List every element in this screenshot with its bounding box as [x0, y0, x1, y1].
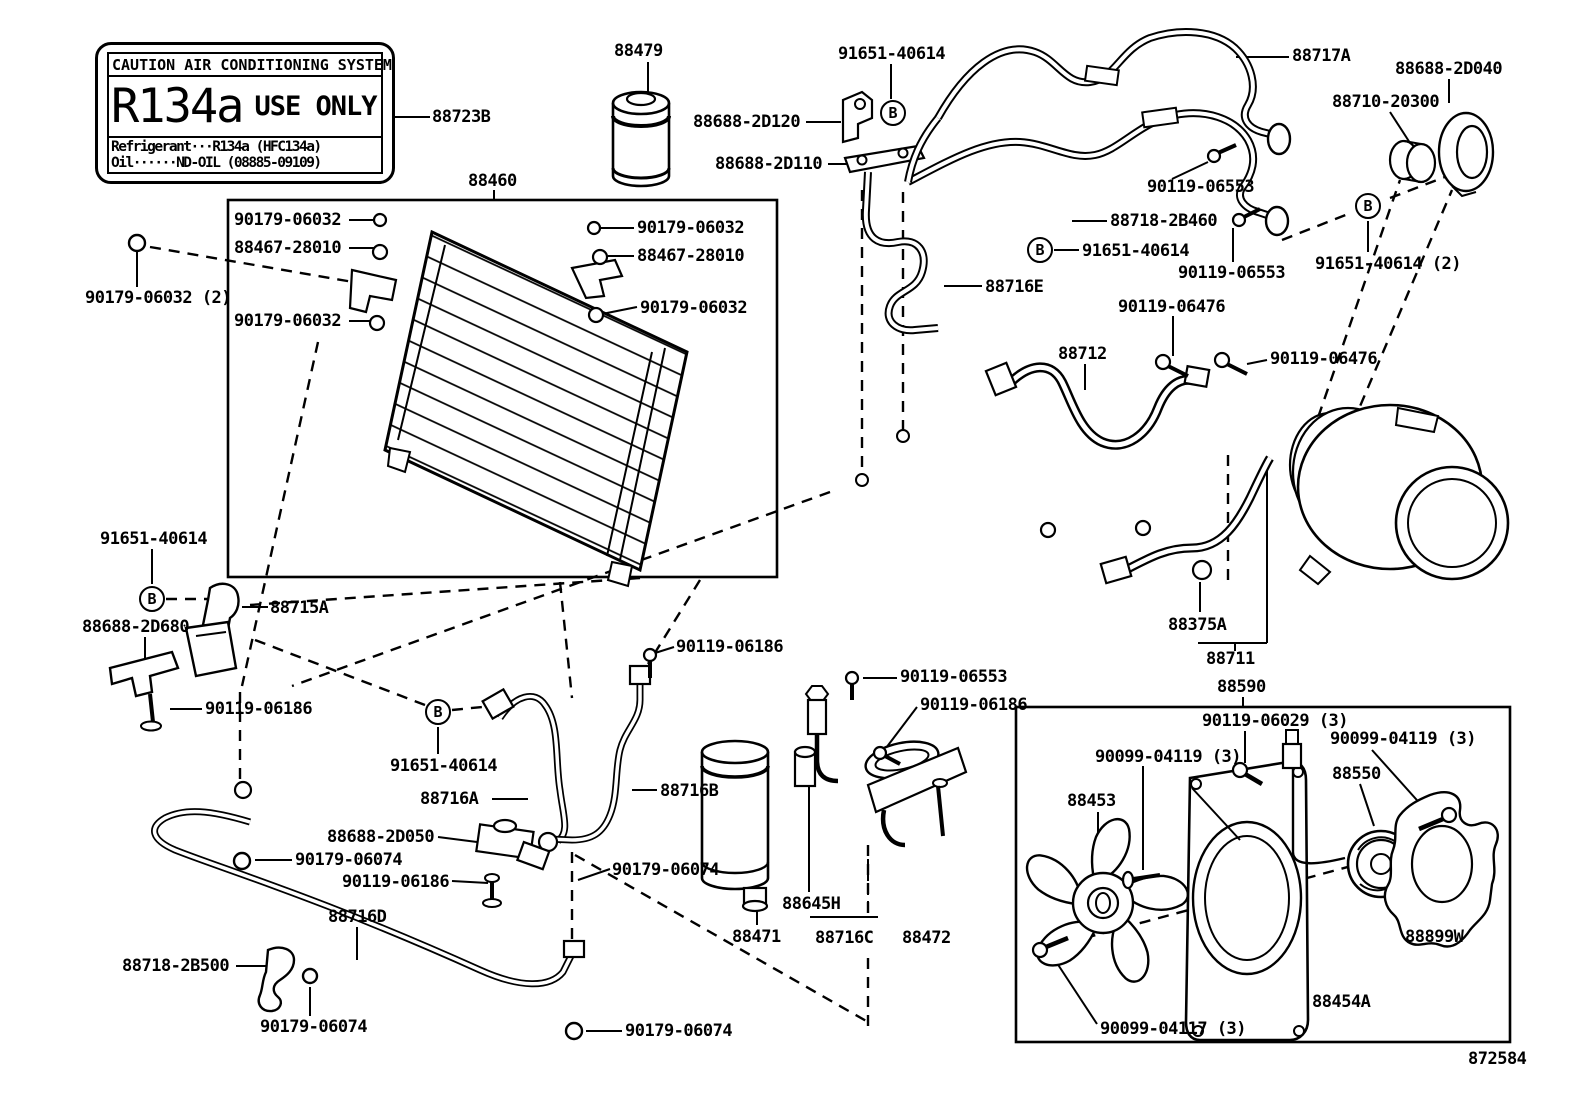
- part-label-90119-06553-b: 90119-06553: [1178, 263, 1286, 283]
- part-label-88718-2b460: 88718-2B460: [1110, 211, 1218, 231]
- part-label-88688-2d110: 88688-2D110: [715, 154, 823, 174]
- box-88590: [1014, 705, 1512, 1044]
- caution-label-inner: CAUTION AIR CONDITIONING SYSTEM R134a US…: [107, 52, 392, 174]
- part-label-88454a: 88454A: [1312, 992, 1371, 1012]
- part-label-88711: 88711: [1206, 649, 1255, 669]
- bracket-2d050: [475, 818, 551, 908]
- fan-assembly: [1018, 729, 1499, 1042]
- part-label-90119-06186-a: 90119-06186: [205, 699, 313, 719]
- connector-marker-b4: B: [139, 586, 165, 612]
- part-label-88718-2b500: 88718-2B500: [122, 956, 230, 976]
- part-label-90119-06553-c: 90119-06553: [900, 667, 1008, 687]
- bracket-2d120-2d110: [841, 90, 926, 487]
- part-label-88467-28010-a: 88467-28010: [234, 238, 342, 258]
- part-label-88717a: 88717A: [1292, 46, 1351, 66]
- part-label-90099-04119-r: 90099-04119 (3): [1330, 729, 1477, 749]
- valve-88375a: [1191, 559, 1213, 581]
- part-label-88471: 88471: [732, 927, 781, 947]
- condenser-drawing: [348, 212, 689, 588]
- part-label-88688-2d120: 88688-2D120: [693, 112, 801, 132]
- part-label-88453: 88453: [1067, 791, 1116, 811]
- part-label-88715a: 88715A: [270, 598, 329, 618]
- part-label-90179-06074-a: 90179-06074: [295, 850, 403, 870]
- drier-88471: [700, 739, 770, 913]
- drawing-number: 872584: [1468, 1049, 1527, 1069]
- caution-header: CAUTION AIR CONDITIONING SYSTEM: [109, 54, 392, 77]
- part-label-90179-06032-a: 90179-06032: [234, 210, 342, 230]
- part-label-88688-2d040: 88688-2D040: [1395, 59, 1503, 79]
- refrigerant-code: R134a: [111, 79, 244, 134]
- connector-marker-b2: B: [1027, 237, 1053, 263]
- shroud-88454a: [1184, 760, 1310, 1042]
- leader-lines: [136, 56, 1463, 1032]
- part-label-91651-40614-b: 91651-40614: [1082, 241, 1190, 261]
- part-label-88723b: 88723B: [432, 107, 491, 127]
- fan-blade-88453: [1018, 817, 1193, 988]
- left-parts: [108, 582, 240, 732]
- part-label-91651-40614-d: 91651-40614: [390, 756, 498, 776]
- hose-88712: [984, 361, 1211, 445]
- part-label-88716b: 88716B: [660, 781, 719, 801]
- part-label-90179-06032-c: 90179-06032: [637, 218, 745, 238]
- small-fasteners: [127, 143, 1261, 1041]
- part-label-90099-04117-3: 90099-04117 (3): [1100, 1019, 1247, 1039]
- part-label-90119-06186-b: 90119-06186: [676, 637, 784, 657]
- clutch-parts: [1388, 111, 1495, 198]
- connector-marker-b1: B: [880, 100, 906, 126]
- connector-marker-b3: B: [1355, 193, 1381, 219]
- part-label-88716a: 88716A: [420, 789, 479, 809]
- part-label-88712: 88712: [1058, 344, 1107, 364]
- part-label-88716d: 88716D: [328, 907, 387, 927]
- bracket-assy-88472: [793, 685, 968, 848]
- part-label-88472: 88472: [902, 928, 951, 948]
- caution-label: CAUTION AIR CONDITIONING SYSTEM R134a US…: [95, 42, 395, 184]
- caution-line1: Refrigerant···R134a (HFC134a): [111, 139, 322, 155]
- connector-marker-b5: B: [425, 699, 451, 725]
- part-label-88460: 88460: [468, 171, 517, 191]
- part-label-91651-40614-a: 91651-40614: [838, 44, 946, 64]
- part-label-90179-06074-c: 90179-06074: [612, 860, 720, 880]
- part-label-88688-2d050: 88688-2D050: [327, 827, 435, 847]
- compressor-drawing: [1099, 403, 1510, 586]
- part-label-88590: 88590: [1217, 677, 1266, 697]
- part-label-88375a: 88375A: [1168, 615, 1227, 635]
- part-label-90179-06032-2: 90179-06032 (2): [85, 288, 232, 308]
- part-label-90179-06074-d: 90179-06074: [625, 1021, 733, 1041]
- part-label-90119-06553-a: 90119-06553: [1147, 177, 1255, 197]
- gasket-88899w: [1383, 791, 1499, 948]
- part-label-90119-06476-b: 90119-06476: [1270, 349, 1378, 369]
- part-label-91651-40614-c: 91651-40614: [100, 529, 208, 549]
- part-label-90119-06186-d: 90119-06186: [920, 695, 1028, 715]
- part-label-88710-20300: 88710-20300: [1332, 92, 1440, 112]
- part-label-90179-06074-b: 90179-06074: [260, 1017, 368, 1037]
- caution-line2: Oil······ND-OIL (08885-09109): [111, 155, 322, 171]
- part-label-88645h: 88645H: [782, 894, 841, 914]
- part-label-88479: 88479: [614, 41, 663, 61]
- pipes-88717a: [908, 32, 1292, 237]
- receiver-canister-88479: [611, 90, 671, 188]
- assembly-boxes: [226, 198, 1512, 1044]
- part-label-88467-28010-b: 88467-28010: [637, 246, 745, 266]
- part-label-90099-04119-l: 90099-04119 (3): [1095, 747, 1242, 767]
- part-label-88716e: 88716E: [985, 277, 1044, 297]
- part-label-90179-06032-b: 90179-06032: [234, 311, 342, 331]
- part-label-88716c: 88716C: [815, 928, 874, 948]
- part-label-88899w: 88899W: [1405, 927, 1464, 947]
- part-label-91651-40614-2: 91651-40614 (2): [1315, 254, 1462, 274]
- part-label-88550: 88550: [1332, 764, 1381, 784]
- part-label-88688-2d680: 88688-2D680: [82, 617, 190, 637]
- use-only-text: USE ONLY: [254, 91, 377, 122]
- part-label-90119-06186-c: 90119-06186: [342, 872, 450, 892]
- box-bolts: [1031, 761, 1458, 959]
- pipe-88716d: [155, 780, 586, 1013]
- part-label-90179-06032-d: 90179-06032: [640, 298, 748, 318]
- part-label-90119-06476-a: 90119-06476: [1118, 297, 1226, 317]
- box-88460: [226, 198, 779, 579]
- part-label-90119-06029-3: 90119-06029 (3): [1202, 711, 1349, 731]
